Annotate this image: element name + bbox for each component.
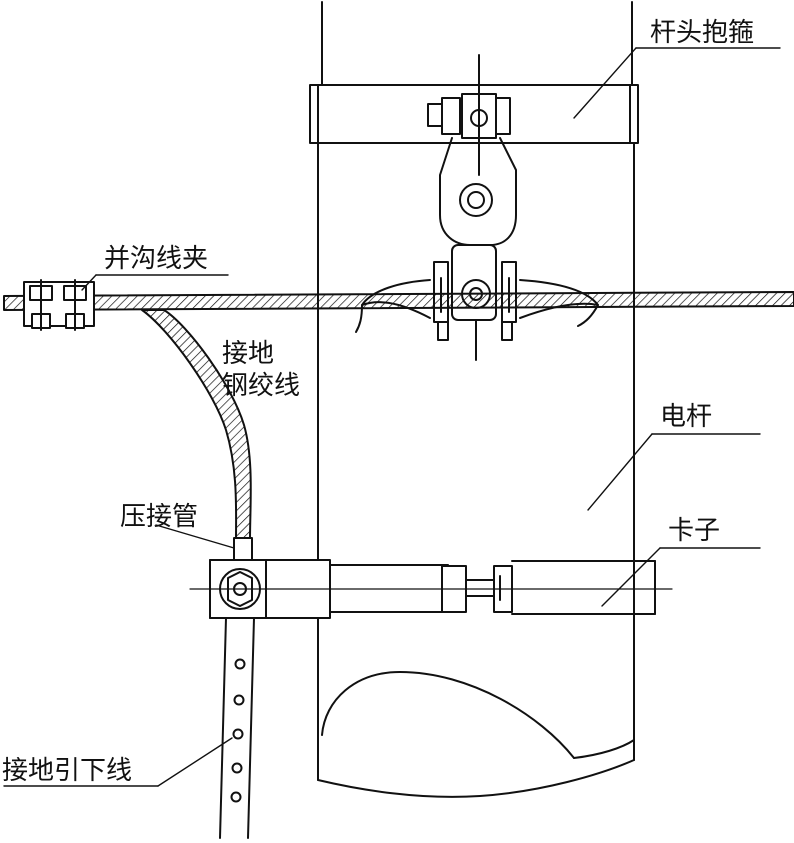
pole-head-hoop: [309, 84, 639, 144]
label-ground-steel-strand-line2: 钢绞线: [222, 371, 301, 401]
label-ground-down-lead: 接地引下线: [2, 756, 133, 786]
label-clamp: 卡子: [668, 516, 721, 546]
steel-strand: [3, 291, 794, 311]
crimp-tube: [233, 537, 253, 563]
leader-lines: [3, 47, 781, 787]
suspension-fitting: [355, 54, 599, 361]
label-crimp-tube: 压接管: [120, 502, 199, 532]
label-pole-head-hoop: 杆头抱箍: [650, 18, 755, 48]
clamp-band: [189, 559, 673, 619]
pole: [317, 1, 635, 798]
label-ground-steel-strand-line1: 接地: [222, 339, 275, 369]
label-parallel-groove-clamp: 并沟线夹: [104, 244, 209, 274]
ground-down-lead: [219, 617, 255, 839]
parallel-groove-clamp: [23, 279, 95, 331]
label-pole: 电杆: [660, 402, 713, 432]
